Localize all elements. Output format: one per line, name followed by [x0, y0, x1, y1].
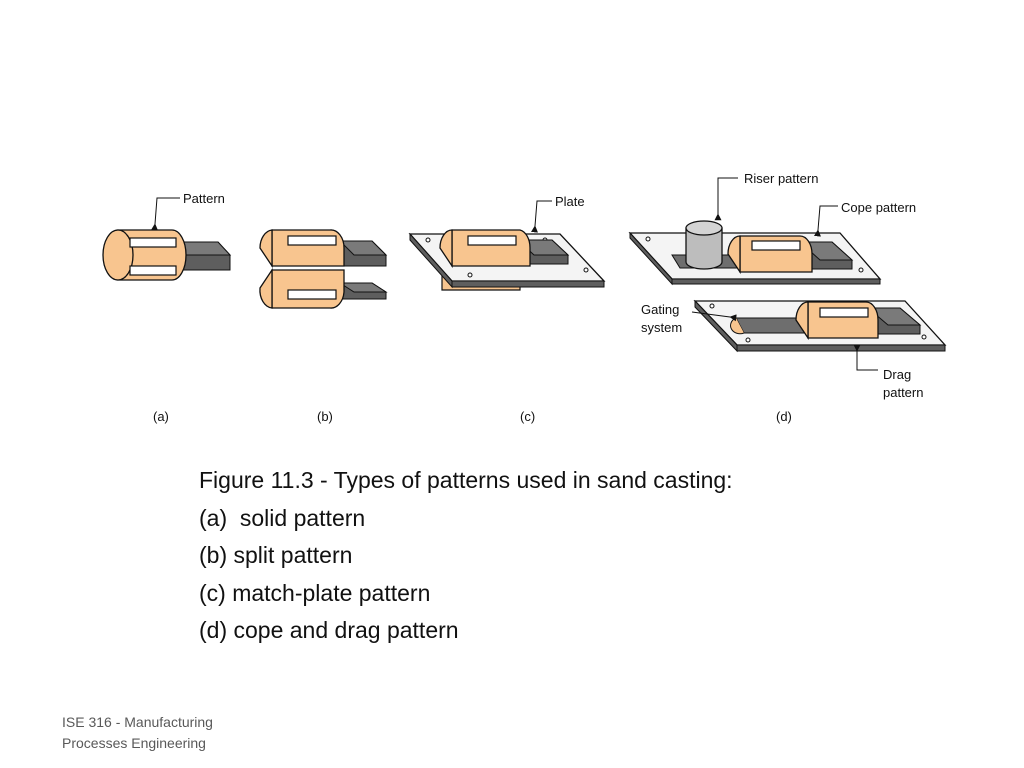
cope-and-drag-pattern-diagram: [628, 177, 947, 371]
caption-item-a: (a) solid pattern: [199, 504, 366, 531]
label-pattern: Pattern: [183, 191, 225, 206]
sand-casting-patterns-figure: Pattern Plate Riser pattern Cope pattern…: [102, 171, 947, 424]
sublabel-b: (b): [317, 409, 333, 424]
caption-item-c: (c) match-plate pattern: [199, 579, 431, 606]
solid-pattern-diagram: [102, 197, 232, 281]
footer-line2: Processes Engineering: [62, 735, 206, 751]
label-drag-pattern-line2: pattern: [883, 385, 923, 400]
label-gating-system-line1: Gating: [641, 302, 679, 317]
caption-title: Figure 11.3 - Types of patterns used in …: [199, 467, 733, 493]
caption-item-b: (b) split pattern: [199, 542, 353, 568]
label-plate: Plate: [555, 194, 585, 209]
sublabel-c: (c): [520, 409, 535, 424]
match-plate-pattern-diagram: [408, 200, 606, 291]
split-pattern-diagram: [259, 229, 388, 309]
label-cope-pattern: Cope pattern: [841, 200, 916, 215]
footer-line1: ISE 316 - Manufacturing: [62, 714, 213, 730]
caption-item-d: (d) cope and drag pattern: [199, 617, 459, 643]
label-drag-pattern-line1: Drag: [883, 367, 911, 382]
label-gating-system-line2: system: [641, 320, 682, 335]
slide-footer: ISE 316 - Manufacturing Processes Engine…: [62, 712, 213, 754]
label-riser-pattern: Riser pattern: [744, 171, 818, 186]
sublabel-d: (d): [776, 409, 792, 424]
figure-caption: Figure 11.3 - Types of patterns used in …: [199, 462, 733, 650]
sublabel-a: (a): [153, 409, 169, 424]
